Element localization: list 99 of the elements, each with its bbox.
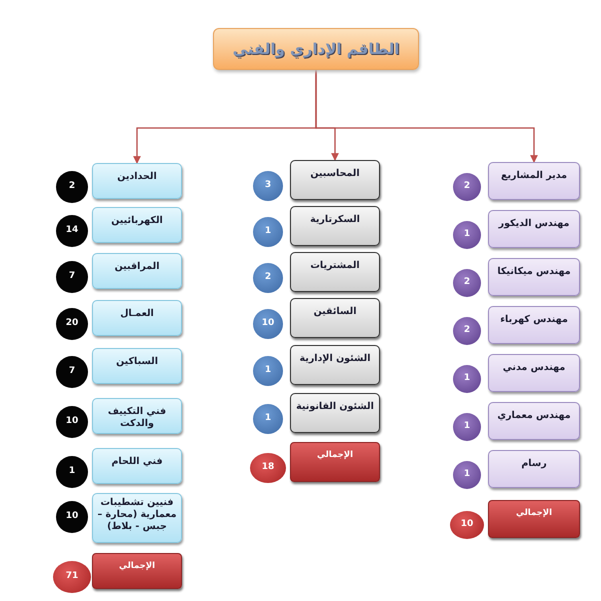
node-label: الإجمالي xyxy=(118,561,156,572)
count-number: 71 xyxy=(66,571,78,583)
role-box xyxy=(290,393,380,433)
node-label: المحاسبين xyxy=(309,168,361,180)
node-label: العمـال xyxy=(119,308,155,320)
node-label: مدير المشاريع xyxy=(500,170,568,182)
role-box xyxy=(488,402,580,440)
count-circle xyxy=(56,356,88,388)
count-number: 1 xyxy=(464,421,470,433)
count-number: 10 xyxy=(66,511,78,523)
node-label: رسام xyxy=(520,458,548,470)
node-label: مهندس ميكانيكا xyxy=(496,266,572,278)
count-number: 2 xyxy=(464,181,470,193)
connector-arrow xyxy=(133,70,317,164)
count-circle xyxy=(56,406,88,438)
count-circle xyxy=(56,308,88,340)
node-label: مهندس الديكور xyxy=(497,218,570,230)
count-number: 1 xyxy=(464,229,470,241)
node-label: مهندس معماري xyxy=(496,410,572,422)
node-label: الطاقم الإداري والفني xyxy=(232,40,400,58)
count-number: 1 xyxy=(68,466,76,478)
count-number: 20 xyxy=(66,318,78,330)
role-box xyxy=(488,162,580,200)
node-label: الكهربائيين xyxy=(110,215,164,227)
role-box xyxy=(488,210,580,248)
node-label: فني اللحام xyxy=(110,456,164,468)
count-number: 14 xyxy=(66,225,78,237)
role-box xyxy=(92,493,182,543)
count-number: 10 xyxy=(262,318,274,330)
count-circle xyxy=(250,453,286,483)
count-number: 7 xyxy=(68,271,76,283)
count-number: 1 xyxy=(464,373,470,385)
node-label: فنيين تشطيبات معمارية (محارة – جبس - بلاط) xyxy=(96,497,178,533)
count-number: 1 xyxy=(264,365,272,377)
node-label: السباكين xyxy=(115,356,159,368)
role-box xyxy=(92,398,182,434)
role-box xyxy=(488,306,580,344)
total-box xyxy=(488,500,580,538)
role-box xyxy=(290,345,380,385)
node-label: مهندس مدني xyxy=(502,362,566,374)
node-label: الحدادين xyxy=(116,171,158,183)
count-circle xyxy=(450,511,484,539)
count-number: 10 xyxy=(460,519,474,531)
node-label: المراقبين xyxy=(114,261,160,273)
role-box xyxy=(488,258,580,296)
node-label: الإجمالي xyxy=(514,508,554,519)
count-circle xyxy=(453,365,481,393)
role-box xyxy=(290,206,380,246)
role-box xyxy=(92,348,182,384)
count-circle xyxy=(56,261,88,293)
title-box xyxy=(213,28,419,70)
role-box xyxy=(290,298,380,338)
role-box xyxy=(290,252,380,292)
count-number: 3 xyxy=(264,180,272,192)
total-box xyxy=(92,553,182,589)
role-box xyxy=(92,300,182,336)
total-box xyxy=(290,442,380,482)
role-box xyxy=(290,160,380,200)
count-circle xyxy=(56,501,88,533)
count-circle xyxy=(56,215,88,247)
count-circle xyxy=(253,404,283,434)
count-number: 2 xyxy=(68,181,76,193)
count-number: 2 xyxy=(464,277,470,289)
node-label: الشئون الإدارية xyxy=(298,353,372,365)
count-circle xyxy=(453,461,481,489)
count-circle xyxy=(253,263,283,293)
count-number: 10 xyxy=(66,416,78,428)
count-circle xyxy=(56,456,88,488)
role-box xyxy=(488,354,580,392)
role-box xyxy=(92,448,182,484)
count-circle xyxy=(56,171,88,203)
count-number: 1 xyxy=(264,413,272,425)
count-circle xyxy=(453,173,481,201)
node-label: مهندس كهرباء xyxy=(499,314,569,326)
role-box xyxy=(92,253,182,289)
count-number: 1 xyxy=(464,469,470,481)
count-circle xyxy=(453,221,481,249)
role-box xyxy=(92,207,182,243)
role-box xyxy=(488,450,580,488)
node-label: الإجمالي xyxy=(316,450,354,461)
count-circle xyxy=(253,171,283,201)
node-label: فني التكييف والدكت xyxy=(106,406,168,430)
count-circle xyxy=(453,269,481,297)
node-label: السكرتارية xyxy=(309,214,361,226)
count-number: 7 xyxy=(68,366,76,378)
count-circle xyxy=(253,217,283,247)
count-number: 1 xyxy=(264,226,272,238)
node-label: السائقين xyxy=(312,306,358,318)
count-circle xyxy=(453,413,481,441)
count-number: 18 xyxy=(262,462,274,474)
count-circle xyxy=(53,561,91,593)
count-circle xyxy=(453,317,481,345)
node-label: الشئون القانونية xyxy=(295,401,375,413)
count-number: 2 xyxy=(464,325,470,337)
node-label: المشتريات xyxy=(309,260,361,272)
count-circle xyxy=(253,309,283,339)
count-number: 2 xyxy=(264,272,272,284)
role-box xyxy=(92,163,182,199)
count-circle xyxy=(253,356,283,386)
